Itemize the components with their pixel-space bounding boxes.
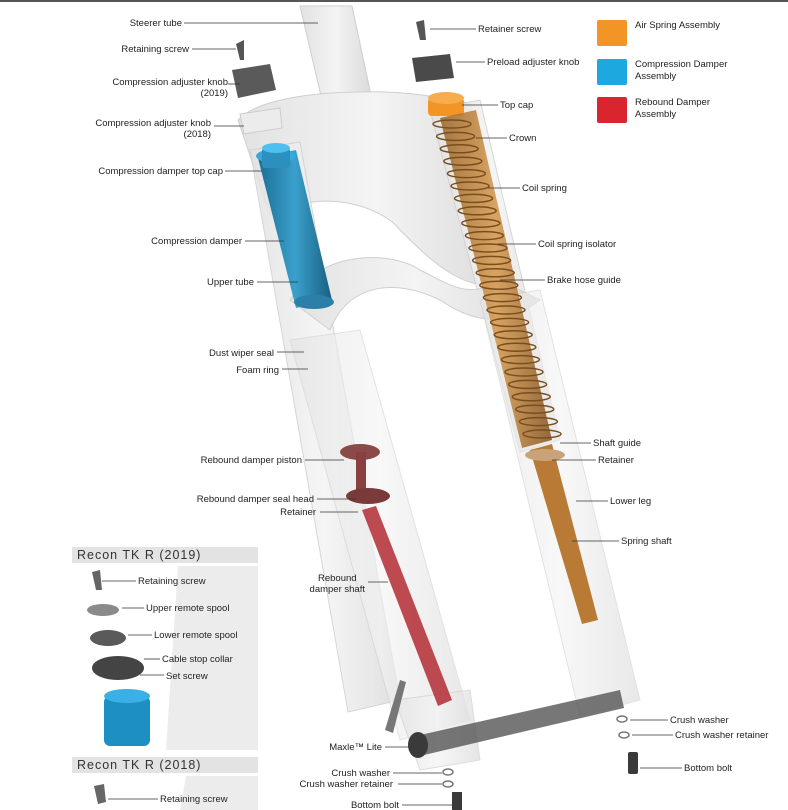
label-maxle-lite: Maxle™ Lite (329, 742, 382, 753)
inset-2019-label-retaining-screw: Retaining screw (138, 576, 206, 587)
coil-turn (497, 342, 537, 352)
legend-item-rebound-damper: Rebound Damper Assembly (597, 97, 787, 127)
coil-turn (439, 144, 479, 154)
label-brake-hose-guide: Brake hose guide (547, 275, 621, 286)
coil-turn (443, 156, 483, 166)
legend-item-compression-damper: Compression Damper Assembly (597, 59, 787, 89)
top-border (0, 0, 788, 2)
coil-turn (515, 404, 555, 414)
inset-2019-label-set-screw: Set screw (166, 671, 208, 682)
label-compression-damper: Compression damper (151, 236, 242, 247)
legend-label-compression-damper: Compression Damper Assembly (635, 59, 728, 82)
label-compression-damper-top-cap: Compression damper top cap (98, 166, 223, 177)
label-shaft-guide: Shaft guide (593, 438, 642, 449)
coil-turn (453, 193, 494, 204)
coil-turn (511, 392, 551, 402)
inset-2019-art (87, 566, 258, 750)
rebound-damper-assembly (340, 444, 452, 706)
label-upper-tube: Upper tube (206, 277, 254, 288)
label-bottom-bolt-bottom: Bottom bolt (350, 800, 399, 810)
coil-turn (482, 292, 523, 303)
label-compression-adjuster-knob-2018: Compression adjuster knob (2018) (95, 118, 211, 140)
label-preload-adjuster-knob: Preload adjuster knob (487, 57, 580, 68)
top-small-parts (232, 20, 454, 135)
coil-turn (504, 367, 544, 377)
legend-swatch-compression-damper (597, 59, 627, 85)
right-small-parts (442, 715, 638, 810)
maxle-axle (385, 680, 624, 758)
label-steerer-tube: Steerer tube (129, 18, 182, 29)
label-coil-spring-isolator: Coil spring isolator (538, 239, 617, 250)
coil-turn (493, 330, 533, 340)
label-foam-ring: Foam ring (236, 365, 279, 376)
coil-turn (435, 131, 476, 142)
coil-turn (500, 354, 541, 365)
coil-turn (464, 230, 505, 241)
coil-turn (518, 416, 559, 427)
coil-turn (475, 268, 515, 278)
inset-2019-label-upper-remote-spool: Upper remote spool (146, 603, 230, 614)
label-crush-washer-bottom: Crush washer (331, 768, 390, 779)
coil-turn (432, 119, 472, 129)
coil-turn (479, 280, 519, 290)
label-crush-washer-right: Crush washer (670, 715, 729, 726)
label-bottom-bolt-right: Bottom bolt (684, 763, 733, 774)
label-crown: Crown (509, 133, 537, 144)
label-rebound-damper-seal-head: Rebound damper seal head (196, 494, 314, 505)
label-rebound-damper-piston: Rebound damper piston (200, 455, 302, 466)
legend-label-air-spring: Air Spring Assembly (635, 20, 721, 31)
coil-spring (432, 119, 562, 439)
inset-2018-art (94, 776, 258, 810)
legend-swatch-air-spring (597, 20, 627, 46)
inset-2019-label-cable-stop-collar: Cable stop collar (162, 654, 233, 665)
coil-turn (507, 379, 548, 390)
label-retaining-screw: Retaining screw (121, 44, 189, 55)
legend-label-rebound-damper: Rebound Damper Assembly (635, 97, 710, 120)
label-dust-wiper-seal: Dust wiper seal (209, 348, 274, 359)
label-rebound-damper-shaft: Rebound damper shaft (309, 573, 365, 595)
leader-lines (102, 22, 682, 806)
coil-turn (468, 243, 508, 253)
coil-turn (457, 206, 497, 216)
label-retainer-left: Retainer (280, 507, 316, 518)
label-coil-spring: Coil spring (522, 183, 567, 194)
coil-turn (461, 218, 501, 228)
coil-turn (450, 181, 490, 191)
label-crush-washer-retainer-bottom: Crush washer retainer (299, 779, 393, 790)
inset-2018-label-retaining-screw: Retaining screw (160, 794, 228, 805)
coil-turn (522, 429, 562, 439)
legend-swatch-rebound-damper (597, 97, 627, 123)
coil-turn (471, 255, 512, 266)
coil-turn (486, 305, 526, 315)
air-spring-assembly (428, 92, 598, 624)
inset-2018-title: Recon TK R (2018) (72, 757, 258, 773)
compression-damper-assembly (256, 143, 334, 309)
inset-2019-title: Recon TK R (2019) (72, 547, 258, 563)
label-top-cap: Top cap (500, 100, 534, 111)
coil-turn (446, 168, 487, 179)
label-lower-leg: Lower leg (610, 496, 652, 507)
inset-2019-label-lower-remote-spool: Lower remote spool (154, 630, 238, 641)
legend-item-air-spring: Air Spring Assembly (597, 20, 787, 50)
label-spring-shaft: Spring shaft (621, 536, 672, 547)
label-compression-adjuster-knob-2019: Compression adjuster knob (2019) (112, 77, 228, 99)
label-retainer-right: Retainer (598, 455, 634, 466)
label-crush-washer-retainer-right: Crush washer retainer (675, 730, 769, 741)
coil-turn (489, 317, 530, 328)
label-retainer-screw: Retainer screw (478, 24, 542, 35)
